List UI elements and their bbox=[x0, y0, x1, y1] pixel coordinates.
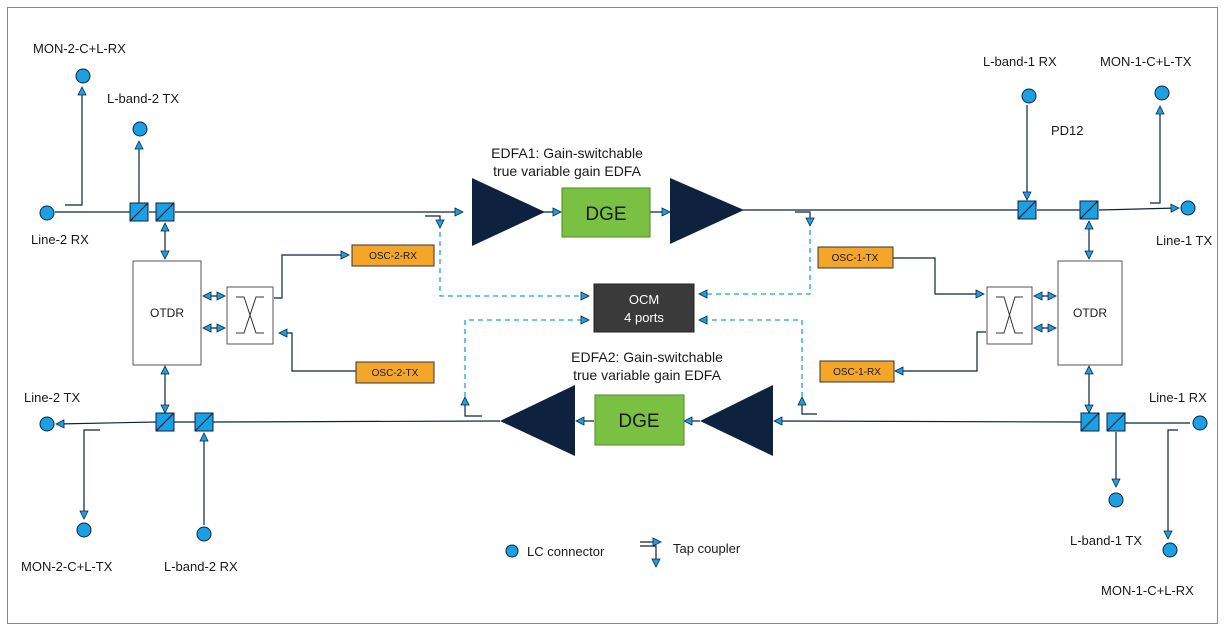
lc-connector-icon bbox=[75, 68, 91, 84]
otdr-right bbox=[1057, 260, 1123, 366]
osc1-tx-link bbox=[893, 257, 985, 299]
ocm-box bbox=[593, 283, 695, 333]
optical-switch-right-icon bbox=[996, 296, 1023, 334]
port-label-mon1-rx: MON-1-C+L-RX bbox=[1101, 583, 1194, 598]
osc2-tx-link bbox=[278, 328, 356, 372]
edfa1-booster-icon bbox=[670, 178, 744, 244]
osc1-tx-label: OSC-1-TX bbox=[832, 253, 879, 264]
edfa2-booster-icon bbox=[500, 385, 575, 456]
optical-switch-left-icon bbox=[236, 296, 264, 334]
edfa2-preamp-icon bbox=[700, 385, 773, 456]
filter-icon bbox=[155, 202, 175, 222]
filter-icon bbox=[129, 202, 149, 222]
edfa2-dge bbox=[594, 394, 685, 446]
lc-connector-icon bbox=[39, 205, 55, 221]
edfa2-title-line1: EDFA2: Gain-switchable bbox=[571, 349, 723, 365]
port-label-mon2-rx: MON-2-C+L-RX bbox=[33, 41, 126, 56]
lc-connector-icon bbox=[196, 526, 212, 542]
lc-connector-icon bbox=[1162, 542, 1178, 558]
filter-icon bbox=[155, 412, 175, 432]
edfa2-dge-label: DGE bbox=[618, 411, 659, 432]
edfa1-dge bbox=[561, 187, 651, 238]
tap-coupler-icon bbox=[435, 219, 445, 229]
osc1-rx-box bbox=[819, 360, 895, 383]
port-label-lband2-rx: L-band-2 RX bbox=[164, 559, 238, 574]
filter-icon bbox=[194, 412, 214, 432]
tap-coupler-icon bbox=[805, 217, 815, 227]
mon2-rx-branch bbox=[65, 86, 87, 206]
tap-coupler-icon bbox=[797, 396, 807, 406]
port-label-line1-rx: Line-1 RX bbox=[1149, 390, 1207, 405]
lc-connector-icon bbox=[132, 121, 148, 137]
port-label-mon2-tx: MON-2-C+L-TX bbox=[21, 559, 113, 574]
osc2-rx-label: OSC-2-RX bbox=[369, 251, 417, 262]
osc2-tx-box bbox=[355, 361, 435, 384]
edfa2-title-line2: true variable gain EDFA bbox=[573, 367, 722, 383]
edfa1-dge-label: DGE bbox=[585, 204, 626, 225]
port-label-mon1-tx: MON-1-C+L-TX bbox=[1100, 54, 1192, 69]
diagram-border bbox=[7, 7, 1218, 624]
lc-connector-icon bbox=[1180, 200, 1196, 216]
port-label-line1-tx: Line-1 TX bbox=[1156, 233, 1212, 248]
edfa1-title-line2: true variable gain EDFA bbox=[493, 163, 642, 179]
port-label-lband1-rx: L-band-1 RX bbox=[983, 54, 1057, 69]
port-label-pd12: PD12 bbox=[1051, 123, 1084, 138]
osc1-tx-box bbox=[817, 246, 894, 269]
otdr-left bbox=[132, 260, 202, 366]
ocm-label-line2: 4 ports bbox=[624, 310, 664, 325]
ocm-monitor-paths bbox=[439, 230, 811, 397]
mon2-tx-branch bbox=[79, 429, 100, 520]
mon1-rx-branch bbox=[1163, 429, 1178, 540]
legend-lc-connector-icon bbox=[505, 544, 519, 558]
port-label-line2-tx: Line-2 TX bbox=[24, 390, 80, 405]
lc-connector-icon bbox=[76, 522, 92, 538]
mon1-tx-branch bbox=[1150, 105, 1165, 204]
osc1-rx-link bbox=[894, 331, 986, 376]
osc2-rx-box bbox=[351, 244, 435, 267]
osc2-rx-link bbox=[274, 250, 350, 299]
filter-icon bbox=[1017, 200, 1037, 220]
legend-tap-label: Tap coupler bbox=[673, 541, 741, 556]
legend-tap-coupler-icon bbox=[640, 537, 662, 568]
osc2-tx-label: OSC-2-TX bbox=[372, 368, 419, 379]
tap-coupler-icon bbox=[460, 396, 470, 406]
lc-connector-icon bbox=[1192, 415, 1208, 431]
filter-icon bbox=[1080, 412, 1100, 432]
edfa1-title-line1: EDFA1: Gain-switchable bbox=[491, 145, 643, 161]
lc-connector-icon bbox=[1021, 88, 1037, 104]
filter-icon bbox=[1079, 200, 1099, 220]
filter-icon bbox=[1106, 412, 1126, 432]
lc-connector-icon bbox=[1108, 492, 1124, 508]
port-label-line2-rx: Line-2 RX bbox=[31, 232, 89, 247]
port-label-lband2-tx: L-band-2 TX bbox=[107, 91, 179, 106]
osc1-rx-label: OSC-1-RX bbox=[833, 367, 881, 378]
legend-lc-label: LC connector bbox=[527, 544, 605, 559]
lc-connector-icon bbox=[39, 416, 55, 432]
edfa1-preamp-icon bbox=[472, 178, 545, 246]
ocm-label-line1: OCM bbox=[629, 292, 659, 307]
otdr-left-label: OTDR bbox=[150, 306, 184, 320]
lc-connector-icons bbox=[39, 68, 1208, 558]
otdr-right-label: OTDR bbox=[1073, 306, 1107, 320]
port-label-lband1-tx: L-band-1 TX bbox=[1070, 533, 1142, 548]
lc-connector-icon bbox=[1154, 85, 1170, 101]
